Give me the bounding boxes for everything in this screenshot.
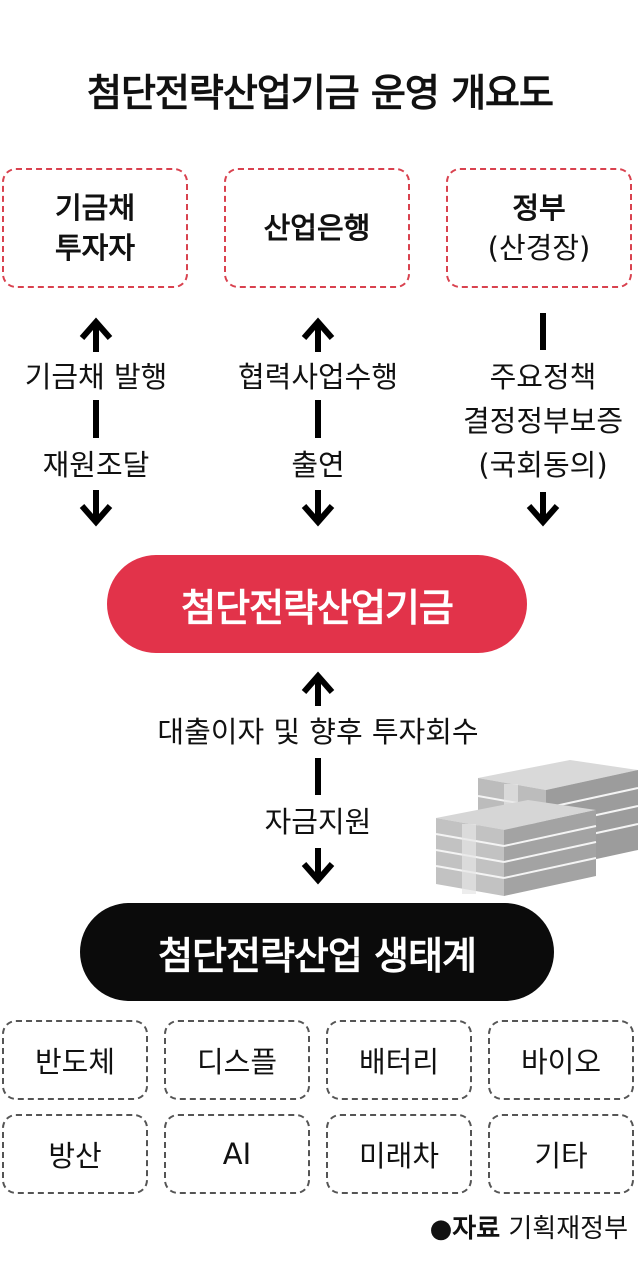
- flow-label: 재원조달: [42, 448, 150, 482]
- category-box: 방산: [2, 1114, 148, 1194]
- category-box: 디스플: [164, 1020, 310, 1100]
- box-sublabel: (산경장): [487, 231, 591, 265]
- category-box: AI: [164, 1114, 310, 1194]
- arrow-down-ecosystem: [301, 848, 335, 885]
- source-name: 기획재정부: [508, 1214, 628, 1244]
- flow-label: (국회동의): [478, 448, 608, 482]
- category-box: 배터리: [326, 1020, 472, 1100]
- category-box: 미래차: [326, 1114, 472, 1194]
- arrow-down-middle: [301, 490, 335, 527]
- source-credit: ●자료 기획재정부: [430, 1208, 628, 1245]
- arrow-up-fund: [301, 671, 335, 706]
- box-label: 정부: [512, 191, 566, 225]
- page-title: 첨단전략산업기금 운영 개요도: [87, 71, 554, 115]
- category-box: 기타: [488, 1114, 634, 1194]
- flow-label: 협력사업수행: [237, 360, 399, 394]
- box-government: 정부 (산경장): [446, 168, 632, 288]
- box-fund-bond-investors: 기금채 투자자: [2, 168, 188, 288]
- box-label: 투자자: [54, 231, 136, 265]
- box-label: 기금채: [54, 191, 136, 225]
- arrow-down-left: [79, 490, 113, 527]
- box-kdb: 산업은행: [224, 168, 410, 288]
- flow-label: 대출이자 및 향후 투자회수: [157, 715, 479, 749]
- box-label: 산업은행: [263, 211, 371, 245]
- money-stack-icon: [435, 760, 639, 896]
- flow-label: 결정정부보증: [462, 404, 624, 438]
- arrow-up-middle: [301, 317, 335, 352]
- ecosystem-pill: 첨단전략산업 생태계: [80, 903, 554, 1001]
- flow-label: 주요정책: [489, 360, 597, 394]
- flow-label: 자금지원: [264, 805, 372, 839]
- fund-pill: 첨단전략산업기금: [107, 555, 527, 653]
- arrow-down-right: [526, 492, 560, 527]
- bullet-icon: ●: [429, 1214, 453, 1244]
- category-box: 바이오: [488, 1020, 634, 1100]
- flow-label: 기금채 발행: [24, 360, 168, 394]
- flow-label: 출연: [291, 448, 345, 482]
- category-box: 반도체: [2, 1020, 148, 1100]
- arrow-up-left: [79, 317, 113, 352]
- source-label: 자료: [452, 1214, 501, 1244]
